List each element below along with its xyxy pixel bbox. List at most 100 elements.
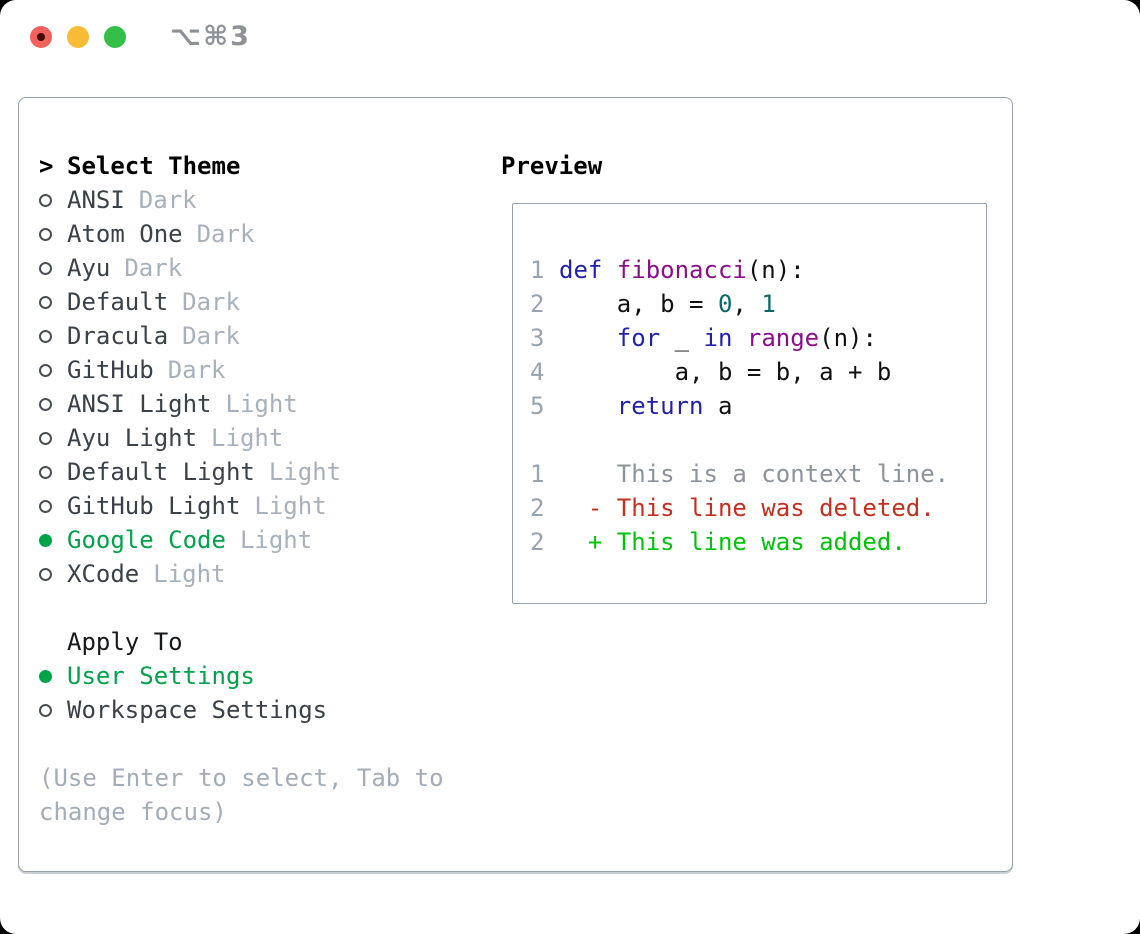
- close-button[interactable]: [30, 26, 52, 48]
- minimize-button[interactable]: [67, 26, 89, 48]
- theme-item[interactable]: Google Code Light: [39, 523, 341, 557]
- radio-prefix: [39, 193, 67, 207]
- radio-icon: [39, 465, 52, 479]
- theme-variant: Dark: [182, 288, 240, 316]
- theme-variant: Dark: [138, 186, 197, 214]
- code-text: a, b = 0, 1: [559, 290, 776, 318]
- theme-name: Atom One: [67, 220, 183, 248]
- radio-icon: [39, 499, 52, 513]
- code-segment: in: [703, 324, 733, 352]
- theme-name: GitHub Light: [67, 492, 241, 520]
- theme-name: Dracula: [67, 322, 169, 350]
- line-number: 4: [530, 358, 545, 386]
- radio-prefix: [39, 329, 67, 343]
- code-segment: [559, 324, 617, 352]
- code-text: for _ in range(n):: [559, 324, 877, 352]
- apply-to-item[interactable]: User Settings: [39, 659, 341, 693]
- code-text: + This line was added.: [559, 528, 906, 556]
- theme-list-title: Select Theme: [67, 152, 241, 180]
- apply-to-name: Workspace Settings: [67, 696, 328, 724]
- theme-variant: Light: [268, 458, 342, 486]
- theme-variant: Light: [239, 526, 313, 554]
- apply-to-name: User Settings: [67, 662, 255, 690]
- code-segment: [602, 256, 616, 284]
- radio-prefix: [39, 261, 67, 275]
- preview-title: Preview: [501, 152, 603, 180]
- radio-prefix: [39, 397, 67, 411]
- code-segment: a, b =: [559, 290, 718, 318]
- theme-item[interactable]: GitHub Dark: [39, 353, 341, 387]
- preview-code: 1 def fibonacci(n): 2 a, b = 0, 1 3 for _ i…: [530, 253, 986, 559]
- theme-variant: Dark: [124, 254, 183, 282]
- zoom-button[interactable]: [104, 26, 126, 48]
- code-segment: _: [660, 324, 704, 352]
- radio-icon: [39, 261, 52, 275]
- code-line: 2 a, b = 0, 1: [530, 287, 986, 321]
- radio-icon: [39, 193, 52, 207]
- radio-prefix: [39, 465, 67, 479]
- theme-variant: Dark: [196, 220, 255, 248]
- code-segment: for: [616, 324, 661, 352]
- traffic-lights: [30, 26, 126, 48]
- code-segment: [732, 324, 746, 352]
- line-number: 5: [530, 392, 545, 420]
- radio-icon: [39, 397, 52, 411]
- theme-item[interactable]: Default Light Light: [39, 455, 341, 489]
- theme-item[interactable]: Atom One Dark: [39, 217, 341, 251]
- help-text: (Use Enter to select, Tab to change focu…: [39, 761, 444, 829]
- help-line-2: change focus): [39, 798, 227, 826]
- theme-name: GitHub: [67, 356, 154, 384]
- radio-prefix: [39, 669, 67, 683]
- radio-icon: [39, 567, 52, 581]
- radio-prefix: [39, 363, 67, 377]
- theme-variant: Dark: [167, 356, 226, 384]
- line-number: 1: [530, 256, 545, 284]
- radio-prefix: [39, 703, 67, 717]
- radio-prefix: [39, 533, 67, 547]
- apply-to-header: Apply To: [39, 625, 341, 659]
- theme-item[interactable]: Default Dark: [39, 285, 341, 319]
- code-segment: (n):: [819, 324, 877, 352]
- title-bar: ⌥⌘3: [0, 0, 1140, 74]
- theme-variant: Light: [254, 492, 327, 520]
- theme-name: Default: [67, 288, 169, 316]
- line-number: 3: [530, 324, 545, 352]
- theme-name: ANSI Light: [67, 390, 212, 418]
- theme-name: Default Light: [67, 458, 255, 486]
- radio-selected-icon: [39, 533, 52, 547]
- code-text: def fibonacci(n):: [559, 256, 805, 284]
- code-segment: This is a context line.: [559, 460, 950, 488]
- theme-variant: Light: [211, 424, 284, 452]
- theme-variant: Light: [225, 390, 298, 418]
- cursor-icon: >: [39, 152, 54, 180]
- radio-icon: [39, 329, 52, 343]
- code-segment: range: [746, 324, 820, 352]
- apply-to-title: Apply To: [67, 628, 183, 656]
- line-number: 2: [530, 528, 545, 556]
- code-text: return a: [559, 392, 733, 420]
- theme-name: Google Code: [67, 526, 226, 554]
- code-line: 2 + This line was added.: [530, 525, 986, 559]
- theme-item[interactable]: ANSI Light Light: [39, 387, 341, 421]
- code-line: 1 This is a context line.: [530, 457, 986, 491]
- theme-item[interactable]: GitHub Light Light: [39, 489, 341, 523]
- apply-to-item[interactable]: Workspace Settings: [39, 693, 341, 727]
- code-line: 5 return a: [530, 389, 986, 423]
- radio-prefix: [39, 295, 67, 309]
- radio-icon: [39, 295, 52, 309]
- radio-prefix: [39, 431, 67, 445]
- code-segment: - This line was deleted.: [559, 494, 935, 522]
- code-segment: return: [616, 392, 704, 420]
- radio-icon: [39, 363, 52, 377]
- code-text: - This line was deleted.: [559, 494, 935, 522]
- radio-prefix: [39, 499, 67, 513]
- code-line: 1 def fibonacci(n):: [530, 253, 986, 287]
- preview-pane: 1 def fibonacci(n): 2 a, b = 0, 1 3 for _ i…: [512, 203, 987, 604]
